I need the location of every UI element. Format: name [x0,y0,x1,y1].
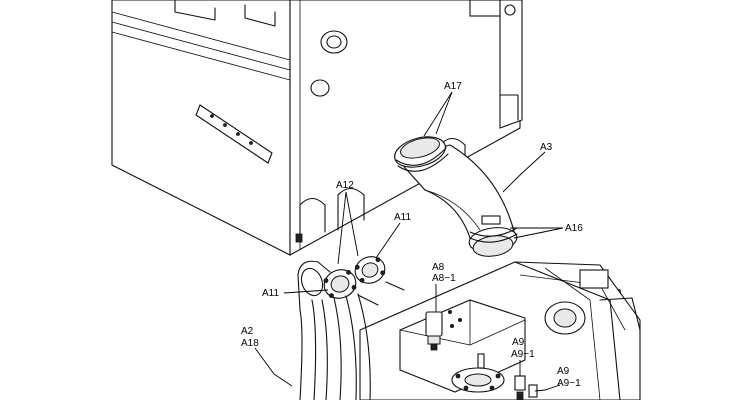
label-a18: A18 [241,338,259,349]
a8-sensor [425,311,443,351]
label-a9-right: A9 [557,366,570,377]
a11-flanges [323,256,405,306]
label-a9-1-right: A9−1 [557,378,581,389]
label-a9-1-left: A9−1 [511,349,535,360]
label-a16: A16 [565,223,583,234]
label-a17: A17 [444,81,462,92]
label-a11-left: A11 [262,288,279,299]
pump-assembly [359,261,641,400]
label-a8-1: A8−1 [432,273,456,284]
label-a3: A3 [540,142,553,153]
leader-lines [254,91,564,392]
label-a11-top: A11 [394,212,411,223]
label-a12: A12 [336,180,354,191]
tank-assembly [111,0,523,256]
label-a2: A2 [241,326,254,337]
label-a8: A8 [432,262,445,273]
label-a9-left: A9 [512,337,525,348]
a2-a18-hoses [297,260,371,400]
a3-elbow-hose [394,136,518,257]
